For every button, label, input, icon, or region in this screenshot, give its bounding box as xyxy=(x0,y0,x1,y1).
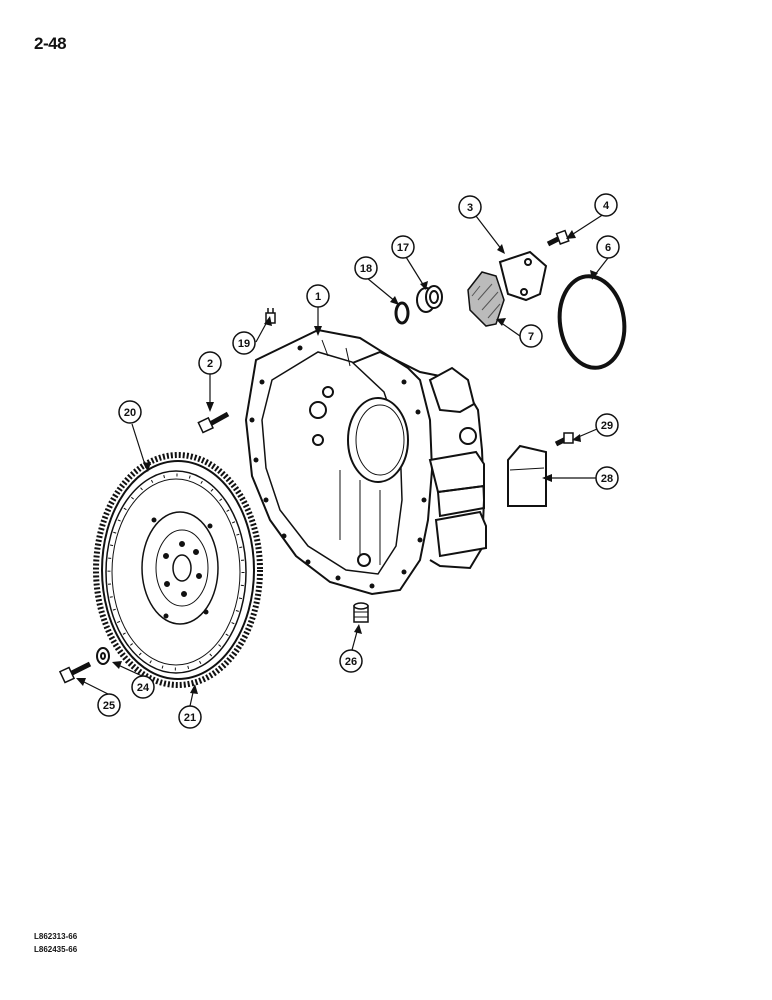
flywheel-housing xyxy=(244,328,487,596)
leader-arrowheads xyxy=(76,230,598,694)
reference-code: L862435-66 xyxy=(34,945,78,954)
washer-part-24 xyxy=(96,647,110,665)
svg-text:17: 17 xyxy=(397,242,409,254)
gasket-part-7 xyxy=(467,271,505,327)
svg-text:26: 26 xyxy=(345,656,357,668)
callout-6: 6 xyxy=(596,235,620,259)
o-ring-part-18 xyxy=(394,301,410,325)
svg-text:6: 6 xyxy=(605,242,611,254)
bolt-part-29 xyxy=(554,432,574,447)
bolt-part-2 xyxy=(197,411,230,434)
svg-text:21: 21 xyxy=(184,712,196,724)
callout-25: 25 xyxy=(97,693,121,717)
bolt-part-25 xyxy=(58,661,92,684)
callout-7: 7 xyxy=(519,324,543,348)
plug-part-26 xyxy=(353,602,369,623)
cover-plate-part-3 xyxy=(498,250,548,302)
page-number: 2-48 xyxy=(34,34,67,53)
callout-26: 26 xyxy=(339,649,363,673)
svg-text:20: 20 xyxy=(124,407,136,419)
callout-17: 17 xyxy=(391,235,415,259)
svg-text:3: 3 xyxy=(467,202,473,214)
o-ring-part-6 xyxy=(557,274,627,370)
callout-21: 21 xyxy=(178,705,202,729)
flywheel xyxy=(93,452,263,688)
seal-part-17 xyxy=(416,285,443,313)
callout-28: 28 xyxy=(595,466,619,490)
callout-4: 4 xyxy=(594,193,618,217)
bolt-part-4 xyxy=(546,229,570,247)
svg-text:7: 7 xyxy=(528,331,534,343)
callout-3: 3 xyxy=(458,195,482,219)
callout-24: 24 xyxy=(131,675,155,699)
svg-text:18: 18 xyxy=(360,263,372,275)
svg-text:25: 25 xyxy=(103,700,115,712)
reference-codes: L862313-66 L862435-66 xyxy=(34,930,77,956)
svg-text:1: 1 xyxy=(315,291,321,303)
callout-2: 2 xyxy=(198,351,222,375)
svg-text:28: 28 xyxy=(601,473,613,485)
svg-text:24: 24 xyxy=(137,682,150,694)
svg-text:29: 29 xyxy=(601,420,613,432)
callout-20: 20 xyxy=(118,400,142,424)
cover-plate-part-28 xyxy=(507,444,547,507)
callout-19: 19 xyxy=(232,331,256,355)
callout-1: 1 xyxy=(306,284,330,308)
svg-text:2: 2 xyxy=(207,358,213,370)
callout-18: 18 xyxy=(354,256,378,280)
callout-29: 29 xyxy=(595,413,619,437)
svg-text:4: 4 xyxy=(603,200,610,212)
svg-text:19: 19 xyxy=(238,338,250,350)
reference-code: L862313-66 xyxy=(34,932,78,941)
